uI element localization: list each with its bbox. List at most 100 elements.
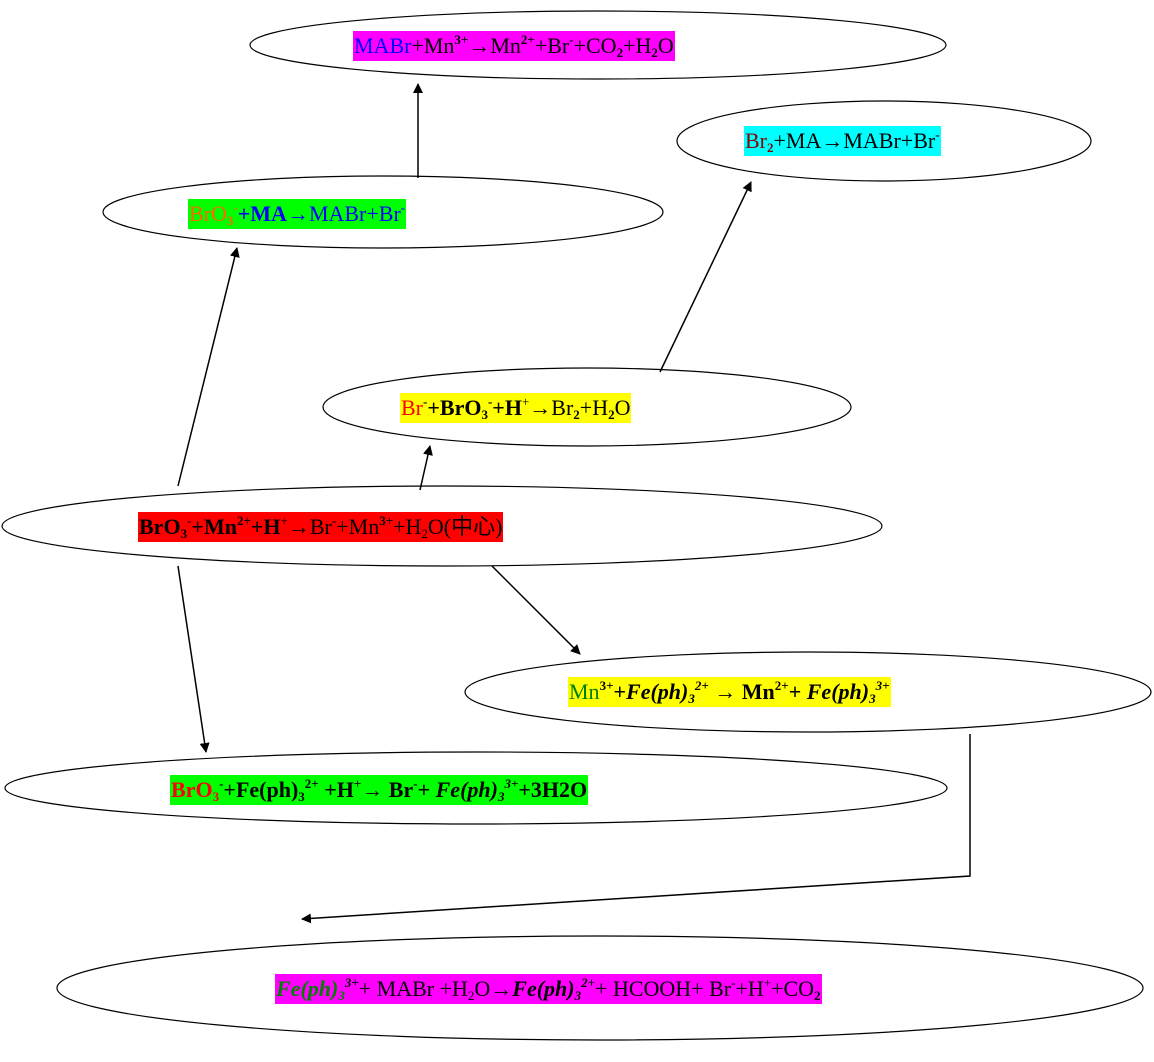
node-top-label: MABr+Mn3+→Mn2++Br-+CO2+H2O	[353, 31, 675, 61]
text: O	[657, 33, 674, 58]
text: O	[614, 395, 631, 420]
arrow-center-to-bro3fe	[177, 565, 210, 753]
text: BrO	[439, 395, 482, 420]
sup: 2+	[774, 678, 789, 693]
text: →Br	[287, 514, 332, 539]
text: +3H2O	[518, 777, 588, 802]
sup: +	[353, 776, 362, 791]
sup: 2+	[694, 678, 709, 693]
sup: 2+	[520, 32, 535, 47]
sup: -	[187, 513, 192, 528]
node-br2-ma-label: Br2+MA→MABr+Br-	[744, 126, 941, 156]
sup: +	[763, 975, 772, 990]
text: +Br	[534, 33, 570, 58]
text: Fe(ph)	[276, 976, 339, 1001]
node-bro3-ma-label: BrO3-+MA→MABr+Br-	[188, 199, 407, 229]
sub: 3	[180, 526, 188, 541]
text: +H	[318, 777, 354, 802]
sup: -	[569, 32, 574, 47]
sup: +	[280, 513, 288, 528]
text: BrO	[189, 201, 227, 226]
text: +	[427, 395, 440, 420]
text: →Mn	[468, 33, 521, 58]
node-bro3-fe-label: BrO3-+Fe(ph)32+ +H+→ Br-+ Fe(ph)33++3H2O	[170, 775, 589, 805]
text: O→	[474, 976, 513, 1001]
sub: 2	[651, 45, 658, 60]
text: Fe(ph)	[806, 679, 870, 704]
sup: 2+	[304, 776, 319, 791]
sub: 2	[767, 140, 774, 155]
text: Br	[401, 395, 423, 420]
arrow-center-to-brbro3	[419, 445, 433, 491]
sup: -	[233, 200, 238, 215]
sup: -	[219, 776, 224, 791]
text: O(中心)	[427, 514, 503, 539]
sup: 3+	[344, 975, 359, 990]
text: BrO	[139, 514, 181, 539]
sub: 3	[869, 691, 876, 706]
sub: 3	[212, 789, 220, 804]
sup: -	[400, 200, 406, 215]
text: Br	[745, 128, 767, 153]
sub: 2	[467, 988, 475, 1003]
sup: -	[413, 776, 418, 791]
text: +H	[623, 33, 652, 58]
text: +	[788, 679, 807, 704]
text: →	[708, 679, 742, 704]
sup: +	[521, 394, 530, 409]
arrow-mn3fe-to-bottom	[301, 734, 971, 924]
species-mabr: MABr	[354, 33, 412, 58]
sub: 2	[814, 988, 821, 1003]
text: +Fe(ph)	[223, 777, 299, 802]
text: → Br	[361, 777, 414, 802]
sup: -	[935, 127, 940, 142]
sup: -	[731, 975, 736, 990]
sub: 2	[573, 407, 580, 422]
arrow-brbro3-to-br2ma	[659, 181, 752, 373]
text: Fe(ph)	[626, 679, 689, 704]
text: +	[237, 201, 251, 226]
sub: 3	[481, 407, 488, 422]
text: Mn	[569, 679, 600, 704]
text: +MA→MABr+Br	[773, 128, 936, 153]
sup: 2+	[236, 513, 251, 528]
text: +	[613, 679, 627, 704]
sup: 3+	[875, 678, 890, 693]
sup: -	[487, 394, 493, 409]
node-center-label: BrO3-+Mn2++H+→Br-+Mn3++H2O(中心)	[138, 512, 504, 542]
text: +H	[393, 514, 422, 539]
text: +H	[492, 395, 522, 420]
sub: 3	[338, 988, 345, 1003]
text: +H	[579, 395, 609, 420]
text: +CO	[573, 33, 617, 58]
text: →MABr+Br	[286, 201, 401, 226]
sub: 2	[608, 407, 615, 422]
text: +Mn	[191, 514, 237, 539]
text: →Br	[529, 395, 574, 420]
text: +CO	[771, 976, 815, 1001]
text: + MABr +H	[358, 976, 468, 1001]
sup: 3+	[599, 678, 614, 693]
sup: 3+	[504, 776, 519, 791]
sub: 3	[688, 691, 695, 706]
sub: 2	[616, 45, 624, 60]
text: Fe(ph)	[435, 777, 498, 802]
text: Mn	[741, 679, 775, 704]
text: +	[417, 777, 436, 802]
sub: 2	[421, 526, 428, 541]
sub: 3	[226, 213, 234, 228]
text: +Mn	[411, 33, 455, 58]
sup: 3+	[379, 513, 394, 528]
sup: 3+	[454, 32, 469, 47]
text: MA	[250, 201, 287, 226]
arrow-center-to-mn3fe	[491, 565, 581, 655]
arrow-center-to-bro3ma	[177, 247, 240, 487]
text: +H	[735, 976, 764, 1001]
sup: 2+	[581, 975, 596, 990]
text: Fe(ph)	[512, 976, 575, 1001]
text: BrO	[171, 777, 213, 802]
node-mn3-fe-label: Mn3++Fe(ph)32+ → Mn2++ Fe(ph)33+	[568, 677, 891, 707]
node-bottom-label: Fe(ph)33++ MABr +H2O→Fe(ph)32++ HCOOH+ B…	[275, 974, 822, 1004]
sub: 3	[298, 789, 305, 804]
node-br-bro3-label: Br-+BrO3-+H+→Br2+H2O	[400, 393, 632, 423]
